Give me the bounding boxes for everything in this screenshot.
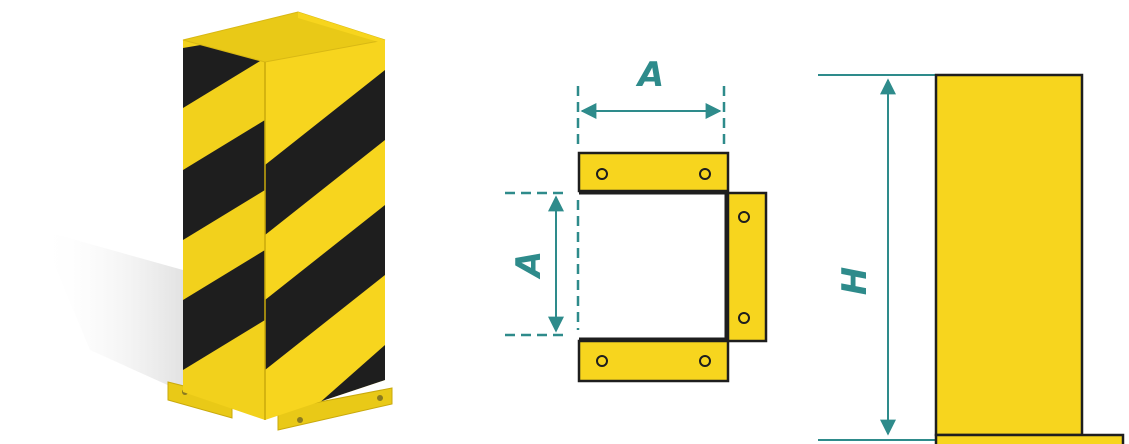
guard-right-face: [265, 40, 385, 420]
floor-shadow: [40, 230, 183, 392]
top-plate: [577, 151, 730, 193]
column-guard-photo: [40, 11, 393, 431]
bottom-plate: [577, 339, 730, 383]
guard-side-base: [934, 433, 1125, 444]
guard-side-body: [934, 73, 1084, 437]
side-view-diagram: H: [818, 73, 1125, 444]
dimension-a-top-label: A: [635, 55, 664, 95]
side-plate: [726, 191, 768, 343]
dimension-a-side-label: A: [509, 251, 549, 280]
base-plate-right: [277, 387, 393, 431]
guard-left-face: [183, 40, 265, 420]
dimension-h-label: H: [835, 267, 875, 295]
top-view-diagram: A A: [505, 55, 768, 383]
